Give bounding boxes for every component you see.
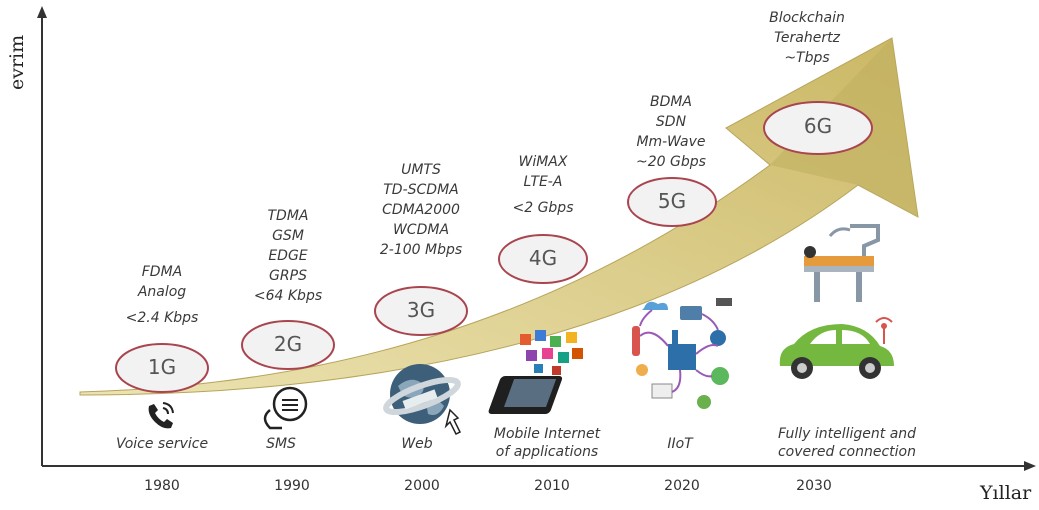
tech-speed: ~Tbps xyxy=(784,50,830,66)
tech-label: Analog xyxy=(137,284,187,300)
tech-speed: <64 Kbps xyxy=(253,288,323,304)
tech-label: BDMA xyxy=(649,94,693,110)
tech-label: GSM xyxy=(272,228,304,244)
generation-badges xyxy=(115,101,873,393)
tech-speed: <2 Gbps xyxy=(512,200,574,216)
service-1g: Voice service xyxy=(115,436,209,452)
axes xyxy=(37,6,1036,471)
year-2000: 2000 xyxy=(404,478,440,494)
year-1980: 1980 xyxy=(144,478,180,494)
service-line: covered connection xyxy=(777,444,916,460)
tech-speed: ~20 Gbps xyxy=(636,154,706,170)
tech-label: CDMA2000 xyxy=(382,202,460,218)
y-axis-arrowhead xyxy=(37,6,47,18)
badge-3g-ellipse xyxy=(374,286,468,336)
tech-label: WCDMA xyxy=(392,222,450,238)
iiot-network-icon xyxy=(632,298,732,409)
tech-label: SDN xyxy=(655,114,687,130)
badge-2g-label: 2G xyxy=(273,332,303,356)
tech-label: Blockchain xyxy=(769,10,845,26)
tech-label: FDMA xyxy=(141,264,183,280)
badge-2g-ellipse xyxy=(241,320,335,370)
year-2030: 2030 xyxy=(796,478,832,494)
badge-4g-label: 4G xyxy=(528,246,558,270)
service-line: Mobile Internet xyxy=(493,426,601,442)
x-axis-label: Yıllar xyxy=(980,482,1032,504)
globe-icon xyxy=(383,364,462,436)
service-line: of applications xyxy=(495,444,599,460)
phone-icon xyxy=(148,402,174,429)
techs-3g: UMTS TD-SCDMA CDMA2000 WCDMA 2-100 Mbps xyxy=(366,160,476,260)
service-5g: IIoT xyxy=(667,436,693,452)
tech-label: GRPS xyxy=(269,268,307,284)
techs-6g: Blockchain Terahertz ~Tbps xyxy=(752,8,862,68)
y-axis-label: evrim xyxy=(6,34,28,90)
service-line: Fully intelligent and xyxy=(777,426,917,442)
badge-5g-ellipse xyxy=(627,177,717,227)
tech-label: Terahertz xyxy=(774,30,840,46)
tech-speed: 2-100 Mbps xyxy=(379,242,463,258)
service-3g: Web xyxy=(401,436,433,452)
badge-1g-ellipse xyxy=(115,343,209,393)
tech-label: LTE-A xyxy=(523,174,563,190)
year-1990: 1990 xyxy=(274,478,310,494)
tech-label: UMTS xyxy=(401,162,441,178)
tech-speed: <2.4 Kbps xyxy=(125,310,199,326)
badge-6g-ellipse xyxy=(763,101,873,155)
badge-6g-label: 6G xyxy=(803,114,833,138)
badge-3g-label: 3G xyxy=(406,298,436,322)
techs-1g: FDMA Analog <2.4 Kbps xyxy=(112,262,212,328)
x-axis-arrowhead xyxy=(1024,461,1036,471)
tech-label: Mm-Wave xyxy=(636,134,706,150)
service-6g: Fully intelligent and covered connection xyxy=(762,425,932,461)
sms-icon xyxy=(263,386,308,430)
smart-car-icon xyxy=(779,317,894,379)
badge-5g-label: 5G xyxy=(657,189,687,213)
badge-4g-ellipse xyxy=(498,234,588,284)
year-2020: 2020 xyxy=(664,478,700,494)
tech-label: WiMAX xyxy=(518,154,568,170)
tech-label: EDGE xyxy=(268,248,308,264)
techs-4g: WiMAX LTE-A <2 Gbps xyxy=(488,152,598,218)
smartphone-apps-icon xyxy=(488,330,583,414)
badge-1g-label: 1G xyxy=(147,355,177,379)
year-2010: 2010 xyxy=(534,478,570,494)
surgical-robot-icon xyxy=(804,224,880,302)
techs-5g: BDMA SDN Mm-Wave ~20 Gbps xyxy=(616,92,726,172)
service-4g: Mobile Internet of applications xyxy=(482,425,612,461)
service-2g: SMS xyxy=(266,436,296,452)
techs-2g: TDMA GSM EDGE GRPS <64 Kbps xyxy=(238,206,338,306)
tech-label: TDMA xyxy=(267,208,309,224)
tech-label: TD-SCDMA xyxy=(383,182,459,198)
